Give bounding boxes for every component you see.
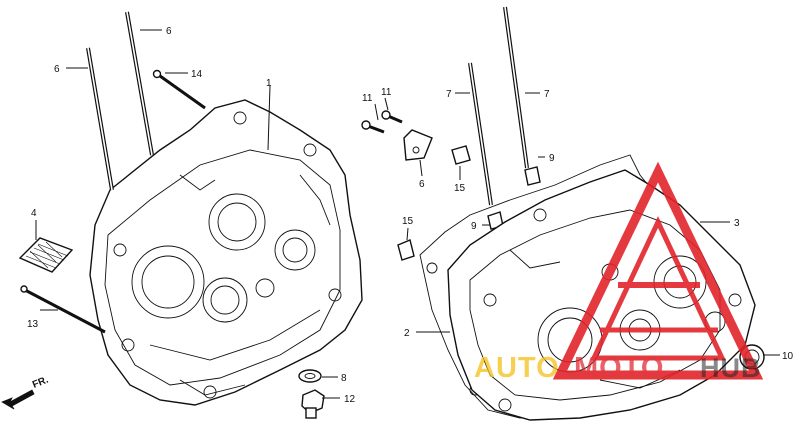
bracket-6 xyxy=(403,129,433,161)
watermark-auto: AUTO xyxy=(474,352,560,384)
watermark-moto: MOTO xyxy=(574,352,664,384)
callout-14: 14 xyxy=(191,69,203,80)
leader-lines xyxy=(35,29,780,399)
drain-bolt-12 xyxy=(301,389,325,419)
dowel-pin-15b xyxy=(397,239,415,261)
callout-9: 9 xyxy=(471,221,477,232)
callout-3: 3 xyxy=(734,218,740,229)
bolt-11b xyxy=(381,110,403,124)
dowel-pin-15a xyxy=(451,145,471,165)
watermark-hub: HUB xyxy=(700,353,762,383)
stud-bolt-7a xyxy=(468,62,493,206)
callout-1: 1 xyxy=(266,78,272,89)
bolt-11a xyxy=(361,120,385,134)
callout-7: 7 xyxy=(544,89,550,100)
callout-11: 11 xyxy=(362,93,373,104)
callout-labels: 1 6 6 14 4 13 11 11 6 15 15 7 7 9 9 3 2 … xyxy=(27,26,794,405)
callout-10: 10 xyxy=(782,351,794,362)
callout-7: 7 xyxy=(446,89,452,100)
watermark-logo: AUTO MOTO HUB xyxy=(474,161,764,384)
callout-15: 15 xyxy=(454,183,466,194)
left-crankcase xyxy=(89,99,363,406)
callout-6: 6 xyxy=(419,179,425,190)
front-direction-indicator: FR. xyxy=(1,374,50,410)
sealing-washer-8 xyxy=(298,369,322,383)
dowel-pin-9b xyxy=(524,166,541,186)
callout-13: 13 xyxy=(27,319,39,330)
stud-bolt-7b xyxy=(503,6,529,169)
callout-12: 12 xyxy=(344,394,356,405)
stud-bolt-left-b xyxy=(125,11,154,156)
front-arrow-icon xyxy=(1,389,35,410)
callout-4: 4 xyxy=(31,208,37,219)
callout-15: 15 xyxy=(402,216,414,227)
oil-screen-4 xyxy=(18,237,74,273)
front-label: FR. xyxy=(31,374,50,390)
callout-6: 6 xyxy=(166,26,172,37)
stud-bolt-left-a xyxy=(86,47,114,191)
callout-9: 9 xyxy=(549,153,555,164)
bolt-14 xyxy=(152,69,206,110)
callout-11: 11 xyxy=(381,87,392,98)
callout-8: 8 xyxy=(341,373,347,384)
callout-2: 2 xyxy=(404,328,410,339)
callout-6: 6 xyxy=(54,64,60,75)
bolt-13 xyxy=(20,285,106,334)
watermark-triangle-icon xyxy=(552,161,764,380)
